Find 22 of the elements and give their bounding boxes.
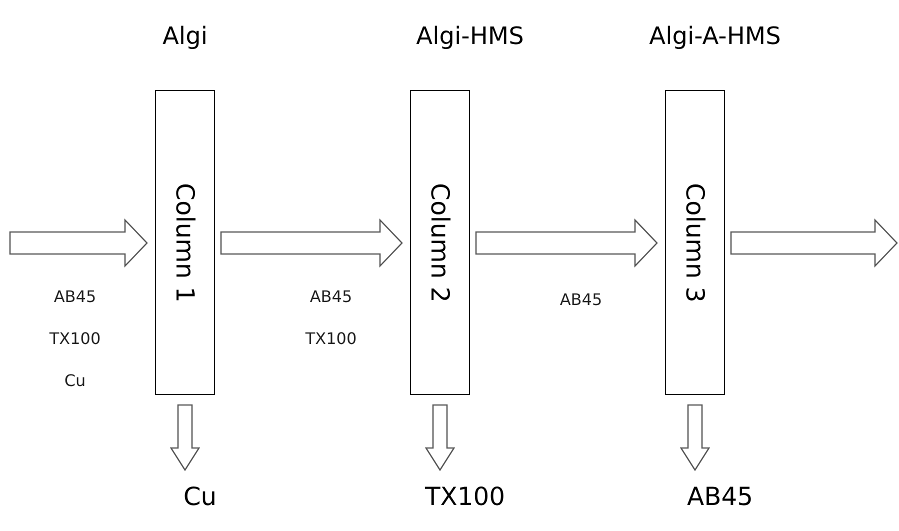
column-label: Column 2 [426,182,454,302]
block-arrow [475,218,658,268]
block-arrow [730,218,898,268]
edge-label: AB45 TX100 [304,286,358,350]
material-label: Algi-A-HMS [649,22,781,50]
block-arrow [9,218,148,268]
column-box [410,90,470,395]
output-label: AB45 [686,482,754,511]
block-arrow [680,404,710,472]
material-label: Algi-HMS [416,22,524,50]
block-arrow [424,404,456,472]
material-label: Algi [162,22,208,50]
edge-label: AB45 TX100 Cu [48,286,102,392]
edge-label: AB45 [558,289,604,311]
column-box [155,90,215,395]
column-label: Column 1 [170,182,200,302]
block-arrow [170,404,200,472]
block-arrow [220,218,403,268]
column-label: Column 3 [680,182,710,302]
output-label: Cu [183,482,217,511]
output-label: TX100 [424,482,506,511]
column-box [665,90,725,395]
